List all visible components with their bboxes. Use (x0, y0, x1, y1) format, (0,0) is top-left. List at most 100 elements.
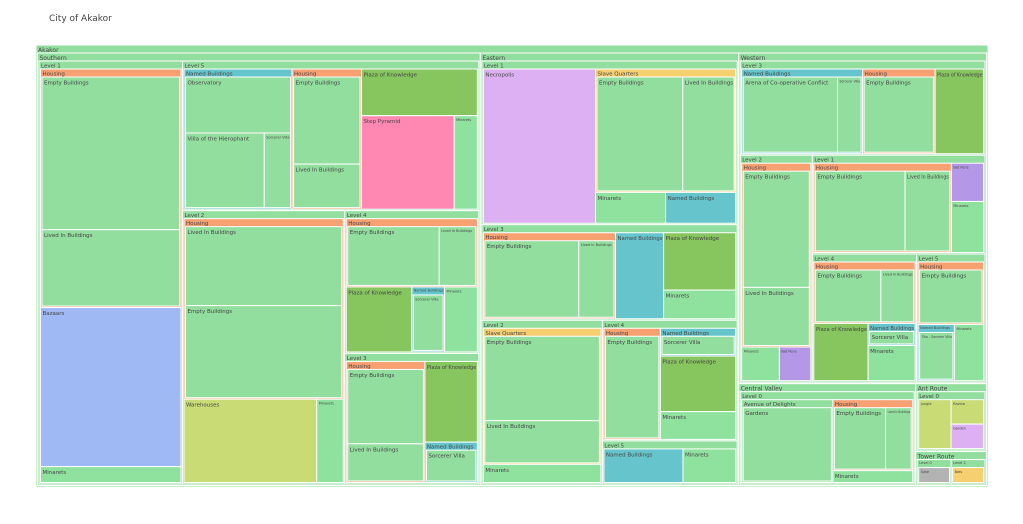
treemap-tile-minarets[interactable] (453, 115, 478, 210)
treemap-label-bats: Bats (955, 470, 963, 474)
treemap-tile-lived-in-buildings[interactable] (184, 226, 343, 307)
treemap-tile-sorcerer-villa[interactable] (837, 76, 862, 153)
treemap-tile-empty-buildings[interactable] (41, 76, 180, 231)
treemap-tile-lived-in-buildings[interactable] (41, 229, 180, 307)
treemap-tile-lived-in-buildings[interactable] (682, 76, 735, 192)
treemap-label-minarets: Minarets (956, 327, 971, 331)
treemap-tile-minarets[interactable] (741, 346, 780, 382)
treemap-tile-named-buildings[interactable] (665, 191, 737, 224)
treemap-label-level-2: Level 2 (484, 323, 504, 329)
treemap-tile-garden[interactable] (950, 423, 985, 450)
treemap-tile-plaza-of-knowledge[interactable] (934, 68, 985, 155)
treemap-tile-empty-buildings[interactable] (347, 368, 424, 445)
treemap-tile-lived-in-buildings[interactable] (578, 240, 615, 318)
treemap-tile-empty-buildings[interactable] (814, 170, 906, 252)
treemap-tile-empty-buildings[interactable] (814, 269, 882, 323)
treemap-tile-lived-in-buildings[interactable] (904, 170, 951, 252)
treemap-tile-lived-in-buildings[interactable] (347, 443, 424, 482)
treemap-tile-plaza-of-knowledge[interactable] (424, 360, 478, 443)
treemap-label-lived-in-buildings: Lived In Buildings (441, 229, 472, 233)
treemap-tile-bat-pens[interactable] (778, 346, 812, 382)
treemap-tile-warehouses[interactable] (183, 398, 318, 483)
treemap-tile-lived-in-buildings[interactable] (438, 226, 477, 286)
treemap-tile-empty-buildings[interactable] (293, 76, 361, 165)
treemap-label-level-0: Level 0 (919, 461, 932, 465)
treemap-tile-minarets[interactable] (482, 463, 602, 483)
treemap-tile-empty-buildings[interactable] (742, 170, 810, 288)
treemap-label-necropolis: Necropolis (485, 73, 514, 79)
treemap-tile-lived-in-buildings[interactable] (880, 269, 915, 323)
treemap-label-plaza-of-knowledge: Plaza of Knowledge (348, 290, 402, 296)
treemap-tile-lived-in-buildings[interactable] (293, 163, 361, 209)
treemap-tile-lived-in-buildings[interactable] (742, 286, 810, 346)
treemap-tile-minarets[interactable] (832, 470, 914, 484)
treemap-tile-jungle[interactable] (918, 399, 952, 450)
treemap-tile-sorcerer-villa[interactable] (263, 132, 292, 209)
treemap-tile-minarets[interactable] (40, 466, 182, 484)
treemap-label-villa-of-the-hierophant: Villa of the Hierophant (187, 136, 250, 142)
treemap-label-empty-buildings: Empty Buildings (350, 230, 395, 236)
treemap-label-housing: Housing (348, 364, 370, 370)
treemap-label-minarets: Minarets (485, 468, 509, 474)
treemap-tile-named-buildings[interactable] (603, 448, 684, 483)
treemap-label-plaza-of-knowledge: Plaza of Knowledge (666, 236, 720, 242)
treemap-tile-minarets[interactable] (659, 411, 737, 440)
treemap-tile-gate[interactable] (918, 467, 951, 484)
treemap-tile-minarets[interactable] (594, 191, 667, 224)
treemap-label-housing: Housing (835, 402, 857, 408)
treemap-tile-lived-in-buildings[interactable] (484, 420, 600, 464)
treemap-tile-arena-of-co-operative-conflict[interactable] (742, 76, 839, 153)
treemap-label-level-0: Level 0 (919, 394, 939, 400)
treemap-tile-sorcerer-villa[interactable] (661, 335, 735, 356)
treemap-tile-minarets[interactable] (950, 200, 985, 253)
treemap-label-housing: Housing (744, 166, 766, 172)
treemap-tile-plaza-of-knowledge[interactable] (361, 68, 478, 117)
treemap-tile-empty-buildings[interactable] (604, 335, 660, 439)
treemap-label-minarets: Minarets (953, 204, 968, 208)
treemap-tile-sorcerer-villa[interactable] (869, 330, 915, 345)
treemap-tile-plaza-of-knowledge[interactable] (663, 232, 737, 291)
treemap-tile-empty-buildings[interactable] (596, 76, 684, 192)
treemap-tile-empty-buildings[interactable] (919, 269, 983, 324)
treemap-tile-sorcerer-villa[interactable] (425, 449, 477, 482)
treemap-tile-ravine[interactable] (950, 399, 985, 425)
treemap-tile-gardens[interactable] (742, 407, 832, 482)
treemap-label-level-2: Level 2 (953, 461, 966, 465)
treemap-label-lived-in-buildings: Lived In Buildings (44, 233, 93, 239)
treemap-tile-minarets[interactable] (953, 323, 984, 382)
treemap-tile-observatory[interactable] (184, 76, 292, 134)
treemap-tile-bazaars[interactable] (40, 307, 182, 468)
treemap-tile-necropolis[interactable] (482, 68, 596, 224)
treemap-tile-bats[interactable] (952, 467, 985, 484)
treemap-label-minarets: Minarets (597, 196, 621, 202)
treemap-label-housing: Housing (606, 331, 628, 337)
treemap-tile-lived-in-buildings[interactable] (885, 407, 912, 470)
treemap-label-named-buildings: Named Buildings (186, 72, 233, 78)
treemap-tile-villa-of-the-hierophant[interactable] (184, 132, 265, 209)
treemap-tile-empty-buildings[interactable] (863, 76, 935, 153)
treemap-tile-step-pyramid[interactable] (361, 115, 455, 210)
treemap-tile-plaza-of-knowledge[interactable] (345, 286, 413, 353)
treemap-label-level-4: Level 4 (814, 256, 834, 262)
treemap-label-level-5: Level 5 (184, 64, 204, 70)
treemap-label-named-buildings: Named Buildings (744, 72, 791, 78)
treemap-label-plaza-of-knowledge: Plaza of Knowledge (364, 73, 418, 79)
treemap-tile-sorcerer-villa[interactable] (412, 294, 444, 351)
treemap-tile-empty-buildings[interactable] (184, 305, 343, 399)
treemap-tile-minarets[interactable] (682, 448, 737, 483)
treemap-tile-empty-buildings[interactable] (484, 240, 580, 318)
treemap-label-named-buildings: Named Buildings (427, 445, 474, 451)
treemap-tile-minarets[interactable] (867, 344, 916, 382)
treemap-tile-empty-buildings[interactable] (484, 335, 600, 422)
treemap-tile-minarets[interactable] (316, 398, 344, 483)
treemap-label-empty-buildings: Empty Buildings (922, 273, 967, 279)
treemap-tile-named-buildings[interactable] (615, 232, 665, 320)
treemap-tile-minarets[interactable] (663, 289, 737, 320)
treemap-label-ant-route: Ant Route (918, 386, 948, 393)
treemap-tile-empty-buildings[interactable] (347, 226, 440, 286)
treemap-tile-minarets[interactable] (444, 286, 478, 353)
treemap-tile-tiko-sorcerer-villa[interactable] (919, 331, 954, 380)
treemap-label-ravine: Ravine (953, 402, 965, 406)
treemap-label-housing: Housing (865, 72, 887, 78)
